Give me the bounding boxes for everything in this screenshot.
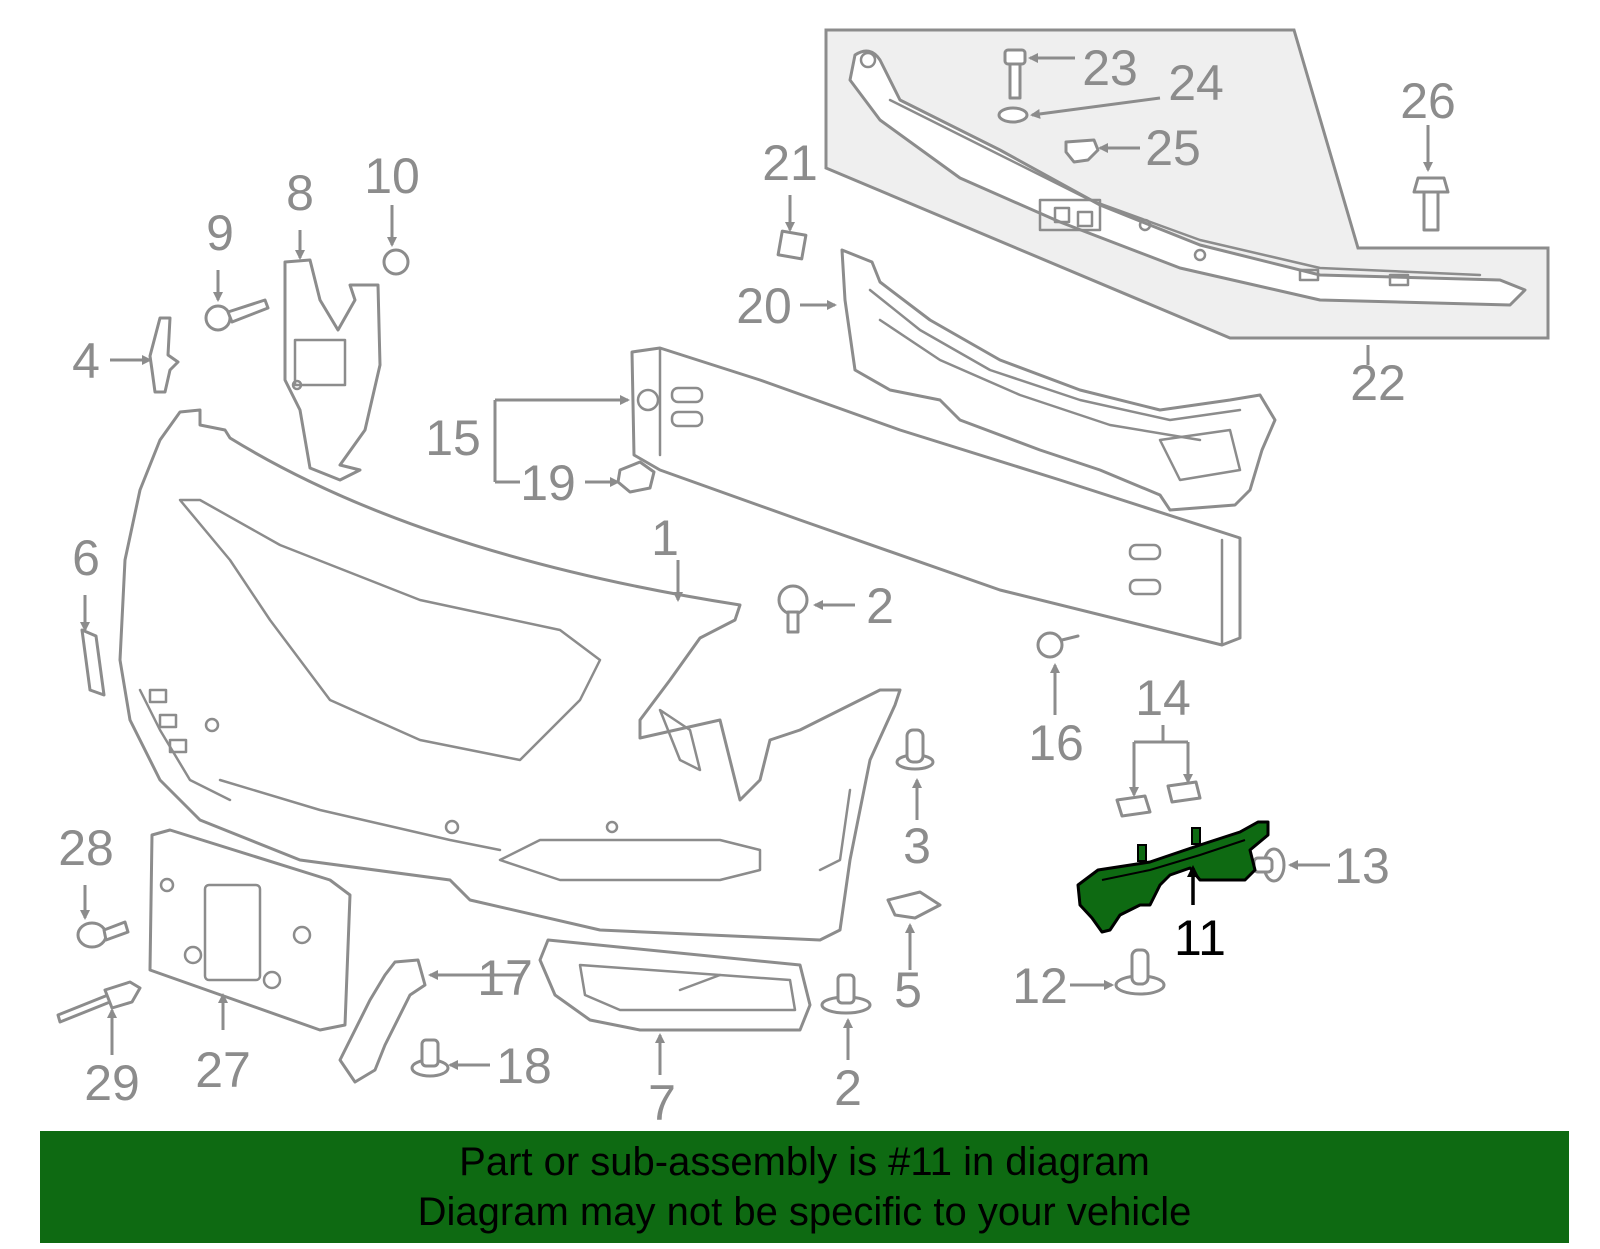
label-11-selected: 11: [1174, 910, 1226, 966]
banner-line-2: Diagram may not be specific to your vehi…: [417, 1190, 1192, 1234]
label-2-lower: 2: [834, 1060, 862, 1116]
parts-diagram: 1 2 2 3 4 5 6 7 8 9 10 11 12 13 14 15 16…: [56, 28, 1550, 1130]
rivet-4-icon: [148, 316, 180, 394]
label-16: 16: [1028, 715, 1084, 771]
bumper-reinforcement-15: [630, 346, 1242, 647]
label-8: 8: [286, 165, 314, 221]
pad-14b-icon: [1166, 780, 1202, 804]
label-26: 26: [1400, 73, 1456, 129]
banner-line-1: Part or sub-assembly is #11 in diagram: [459, 1140, 1150, 1184]
label-17: 17: [477, 950, 533, 1006]
label-6: 6: [72, 530, 100, 586]
bracket-8: [283, 258, 382, 482]
label-20: 20: [736, 278, 792, 334]
label-2-upper: 2: [866, 578, 894, 634]
label-28: 28: [58, 820, 114, 876]
label-25: 25: [1145, 120, 1201, 176]
bolt-18-icon: [410, 1038, 450, 1078]
bracket-17: [338, 958, 427, 1084]
label-4: 4: [72, 333, 100, 389]
nut-19-icon: [616, 460, 656, 494]
bolt-26-icon: [1412, 176, 1450, 232]
label-18: 18: [496, 1038, 552, 1094]
clip-2-lower-icon: [820, 973, 872, 1015]
rivet-29-icon: [56, 980, 142, 1024]
pushpin-12-icon: [1114, 948, 1166, 996]
license-bracket-27: [148, 828, 352, 1032]
label-24: 24: [1168, 55, 1224, 111]
info-banner: Part or sub-assembly is #11 in diagram D…: [40, 1131, 1569, 1243]
label-23: 23: [1082, 40, 1138, 96]
label-29: 29: [84, 1055, 140, 1111]
label-10: 10: [364, 148, 420, 204]
nut-10-icon: [382, 248, 410, 276]
label-27: 27: [195, 1042, 251, 1098]
label-7: 7: [648, 1075, 676, 1130]
label-9: 9: [206, 205, 234, 261]
lower-grille-7: [538, 938, 812, 1032]
clip-5-icon: [886, 890, 942, 920]
label-1: 1: [651, 510, 679, 566]
impact-bar-inset: [824, 28, 1550, 340]
strip-6: [80, 628, 106, 697]
leader-lines: [80, 53, 1433, 1075]
label-13: 13: [1334, 838, 1390, 894]
callout-labels: 1 2 2 3 4 5 6 7 8 9 10 11 12 13 14 15 16…: [58, 40, 1456, 1130]
pad-21-icon: [776, 229, 808, 261]
label-15: 15: [425, 410, 481, 466]
bolt-23-icon: [1003, 48, 1027, 100]
pad-14a-icon: [1115, 794, 1152, 818]
label-5: 5: [894, 962, 922, 1018]
pushpin-3-icon: [895, 728, 935, 771]
bolt-16-icon: [1036, 631, 1080, 659]
screw-28-icon: [76, 920, 130, 949]
bumper-cover-1: [118, 408, 902, 942]
clip-25-icon: [1064, 138, 1100, 164]
label-14: 14: [1135, 670, 1191, 726]
washer-24-icon: [997, 106, 1029, 124]
bracket-11-highlighted: [1076, 820, 1270, 934]
label-19: 19: [520, 455, 576, 511]
label-3: 3: [903, 818, 931, 874]
pushpin-13-icon: [1252, 847, 1286, 883]
label-22: 22: [1350, 355, 1406, 411]
label-12: 12: [1012, 958, 1068, 1014]
bolt-9-icon: [204, 298, 270, 332]
energy-absorber-20: [840, 248, 1277, 512]
clip-2-upper-icon: [777, 584, 809, 634]
label-21: 21: [762, 135, 818, 191]
